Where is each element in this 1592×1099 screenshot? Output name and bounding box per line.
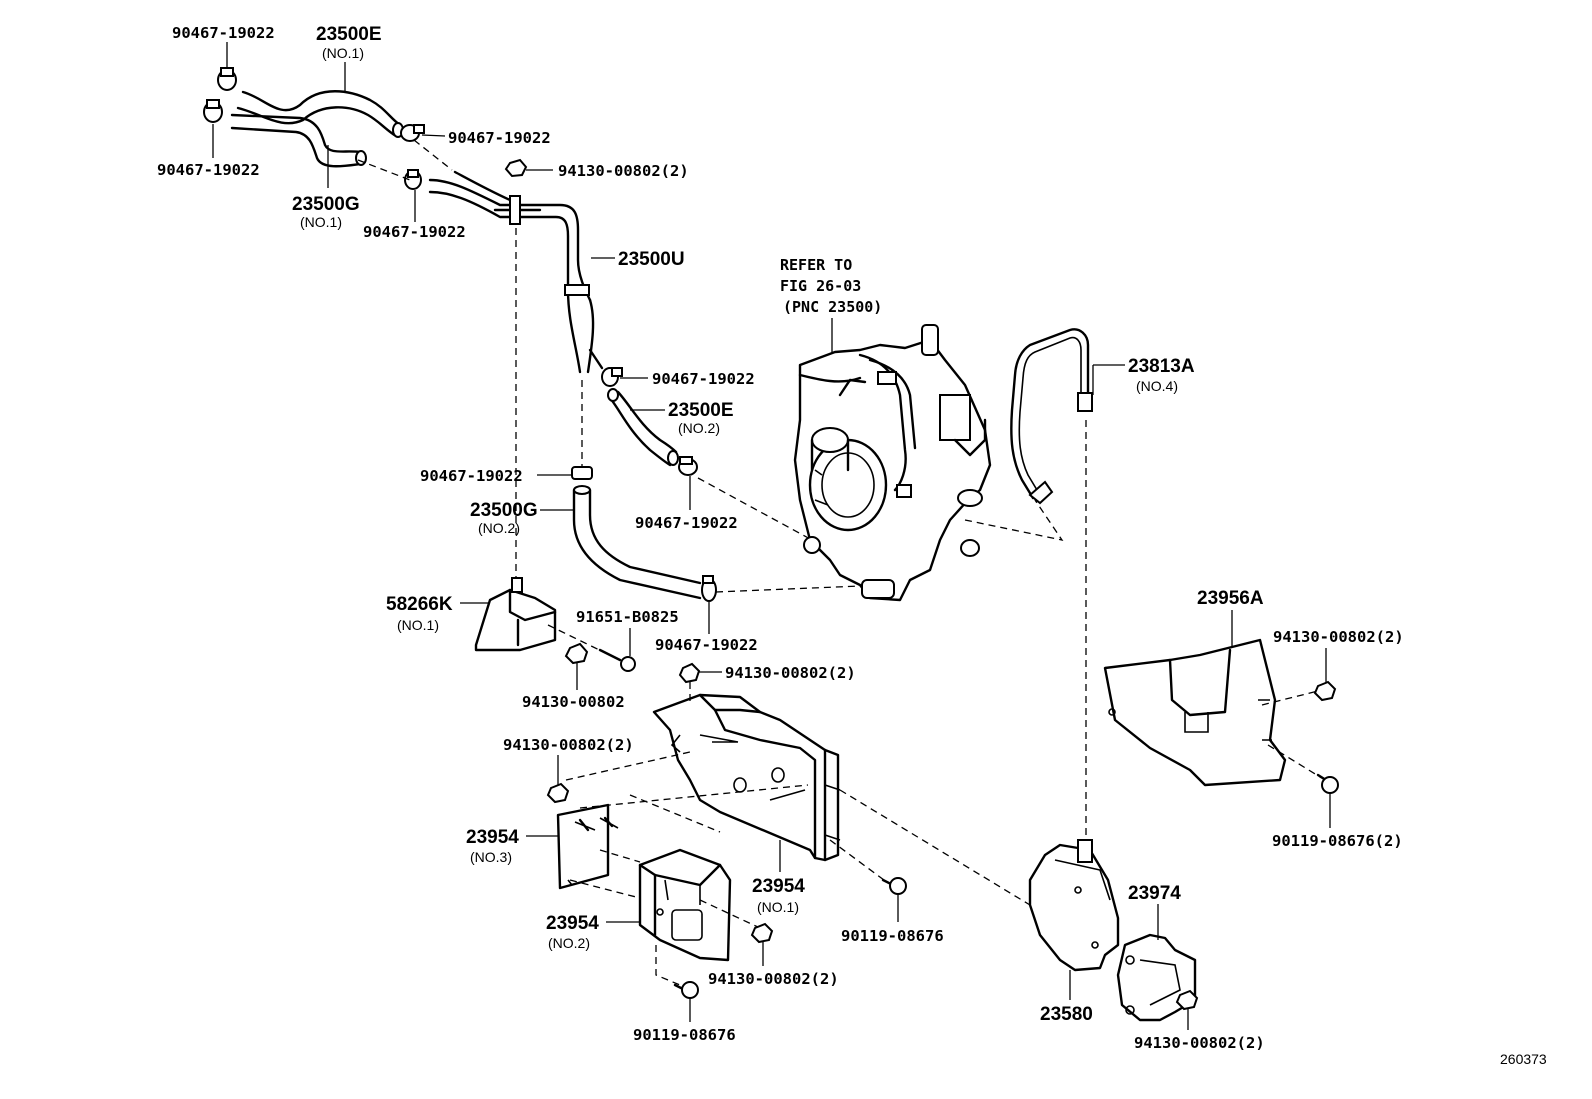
label-tube-23813-sub: (NO.4): [1136, 378, 1178, 394]
clamp-bottom-g1: [404, 169, 422, 190]
label-clamp-mid: 90467-19022: [652, 370, 755, 388]
label-nut-pipe: 94130-00802(2): [558, 162, 689, 180]
label-bolt-no1: 90119-08676: [841, 927, 944, 945]
label-bracket-no1-sub: (NO.1): [757, 899, 799, 915]
clamp-right-top: [400, 124, 425, 142]
hose-23500e-no1: [236, 90, 404, 138]
bracket-23954-no1: [652, 693, 841, 862]
label-reference-line1: REFER TO: [780, 256, 852, 274]
hose-23500g-no2: [572, 485, 702, 600]
label-bracket-no3: 23954: [466, 827, 519, 848]
label-clamp-top: 90467-19022: [172, 24, 275, 42]
label-bracket-no2-sub: (NO.2): [548, 935, 590, 951]
nut-23974: [1175, 989, 1199, 1011]
label-clamp-right-top: 90467-19022: [448, 129, 551, 147]
nut-cover: [1313, 680, 1337, 702]
label-bracket-no2: 23954: [546, 913, 599, 934]
label-bracket-23974: 23974: [1128, 883, 1181, 904]
label-hose-e2: 23500E: [668, 400, 734, 421]
pipe-23500u: [428, 170, 604, 374]
label-hose-g1-sub: (NO.1): [300, 214, 342, 230]
throttle-body: [793, 324, 992, 602]
label-reference-line2: FIG 26-03: [780, 277, 861, 295]
label-cover-23956: 23956A: [1197, 588, 1264, 609]
label-clamp-bottom-g1: 90467-19022: [363, 223, 466, 241]
bolt-no1: [881, 877, 907, 895]
pump-23580: [1028, 839, 1120, 972]
nut-no2: [750, 922, 774, 944]
label-reference-line3: (PNC 23500): [783, 298, 882, 316]
clamp-g2-top: [571, 466, 593, 480]
bolt-91651: [598, 648, 636, 672]
tube-23813a: [1010, 328, 1093, 505]
label-hose-g2: 23500G: [470, 500, 538, 521]
label-tube-23813: 23813A: [1128, 356, 1195, 377]
label-nut-bracket-top: 94130-00802(2): [725, 664, 856, 682]
clamp-g2-bottom: [701, 575, 717, 602]
label-clamp-g2-top: 90467-19022: [420, 467, 523, 485]
cover-23956a: [1103, 638, 1287, 787]
clamp-top: [217, 67, 237, 91]
label-hose-g2-sub: (NO.2): [478, 520, 520, 536]
label-hose-e2-sub: (NO.2): [678, 420, 720, 436]
label-hose-e1-sub: (NO.1): [322, 45, 364, 61]
label-clamp-e2: 90467-19022: [635, 514, 738, 532]
label-bracket-no1: 23954: [752, 876, 805, 897]
label-bolt-cover: 90119-08676(2): [1272, 832, 1403, 850]
label-nut-no2: 94130-00802(2): [708, 970, 839, 988]
label-bolt-no2: 90119-08676: [633, 1026, 736, 1044]
clamp-mid: [601, 367, 623, 387]
nut-bracket-top: [678, 662, 701, 684]
label-bolt-91651: 91651-B0825: [576, 608, 679, 626]
label-bracket-58266: 58266K: [386, 594, 453, 615]
clamp-left: [203, 99, 223, 123]
label-pipe-u: 23500U: [618, 249, 685, 270]
bolt-cover: [1316, 773, 1339, 794]
bracket-23954-no3: [556, 803, 619, 890]
label-bracket-58266-sub: (NO.1): [397, 617, 439, 633]
nut-pipe: [504, 158, 528, 178]
clamp-e2: [678, 456, 698, 476]
label-nut-cover: 94130-00802(2): [1273, 628, 1404, 646]
label-clamp-g2-bottom: 90467-19022: [655, 636, 758, 654]
label-clamp-left: 90467-19022: [157, 161, 260, 179]
label-pump-23580: 23580: [1040, 1004, 1093, 1025]
bolt-no2: [673, 981, 699, 999]
label-bracket-no3-sub: (NO.3): [470, 849, 512, 865]
label-nut-58266: 94130-00802: [522, 693, 625, 711]
diagram-id: 260373: [1500, 1051, 1547, 1067]
hose-23500e-no2: [607, 388, 679, 467]
label-hose-g1: 23500G: [292, 194, 360, 215]
nut-bracket-left: [546, 782, 570, 804]
label-hose-e1: 23500E: [316, 24, 382, 45]
label-nut-23974: 94130-00802(2): [1134, 1034, 1265, 1052]
bracket-23954-no2: [638, 848, 732, 962]
label-nut-bracket-left: 94130-00802(2): [503, 736, 634, 754]
bracket-58266k: [474, 577, 557, 652]
nut-58266: [564, 642, 589, 665]
